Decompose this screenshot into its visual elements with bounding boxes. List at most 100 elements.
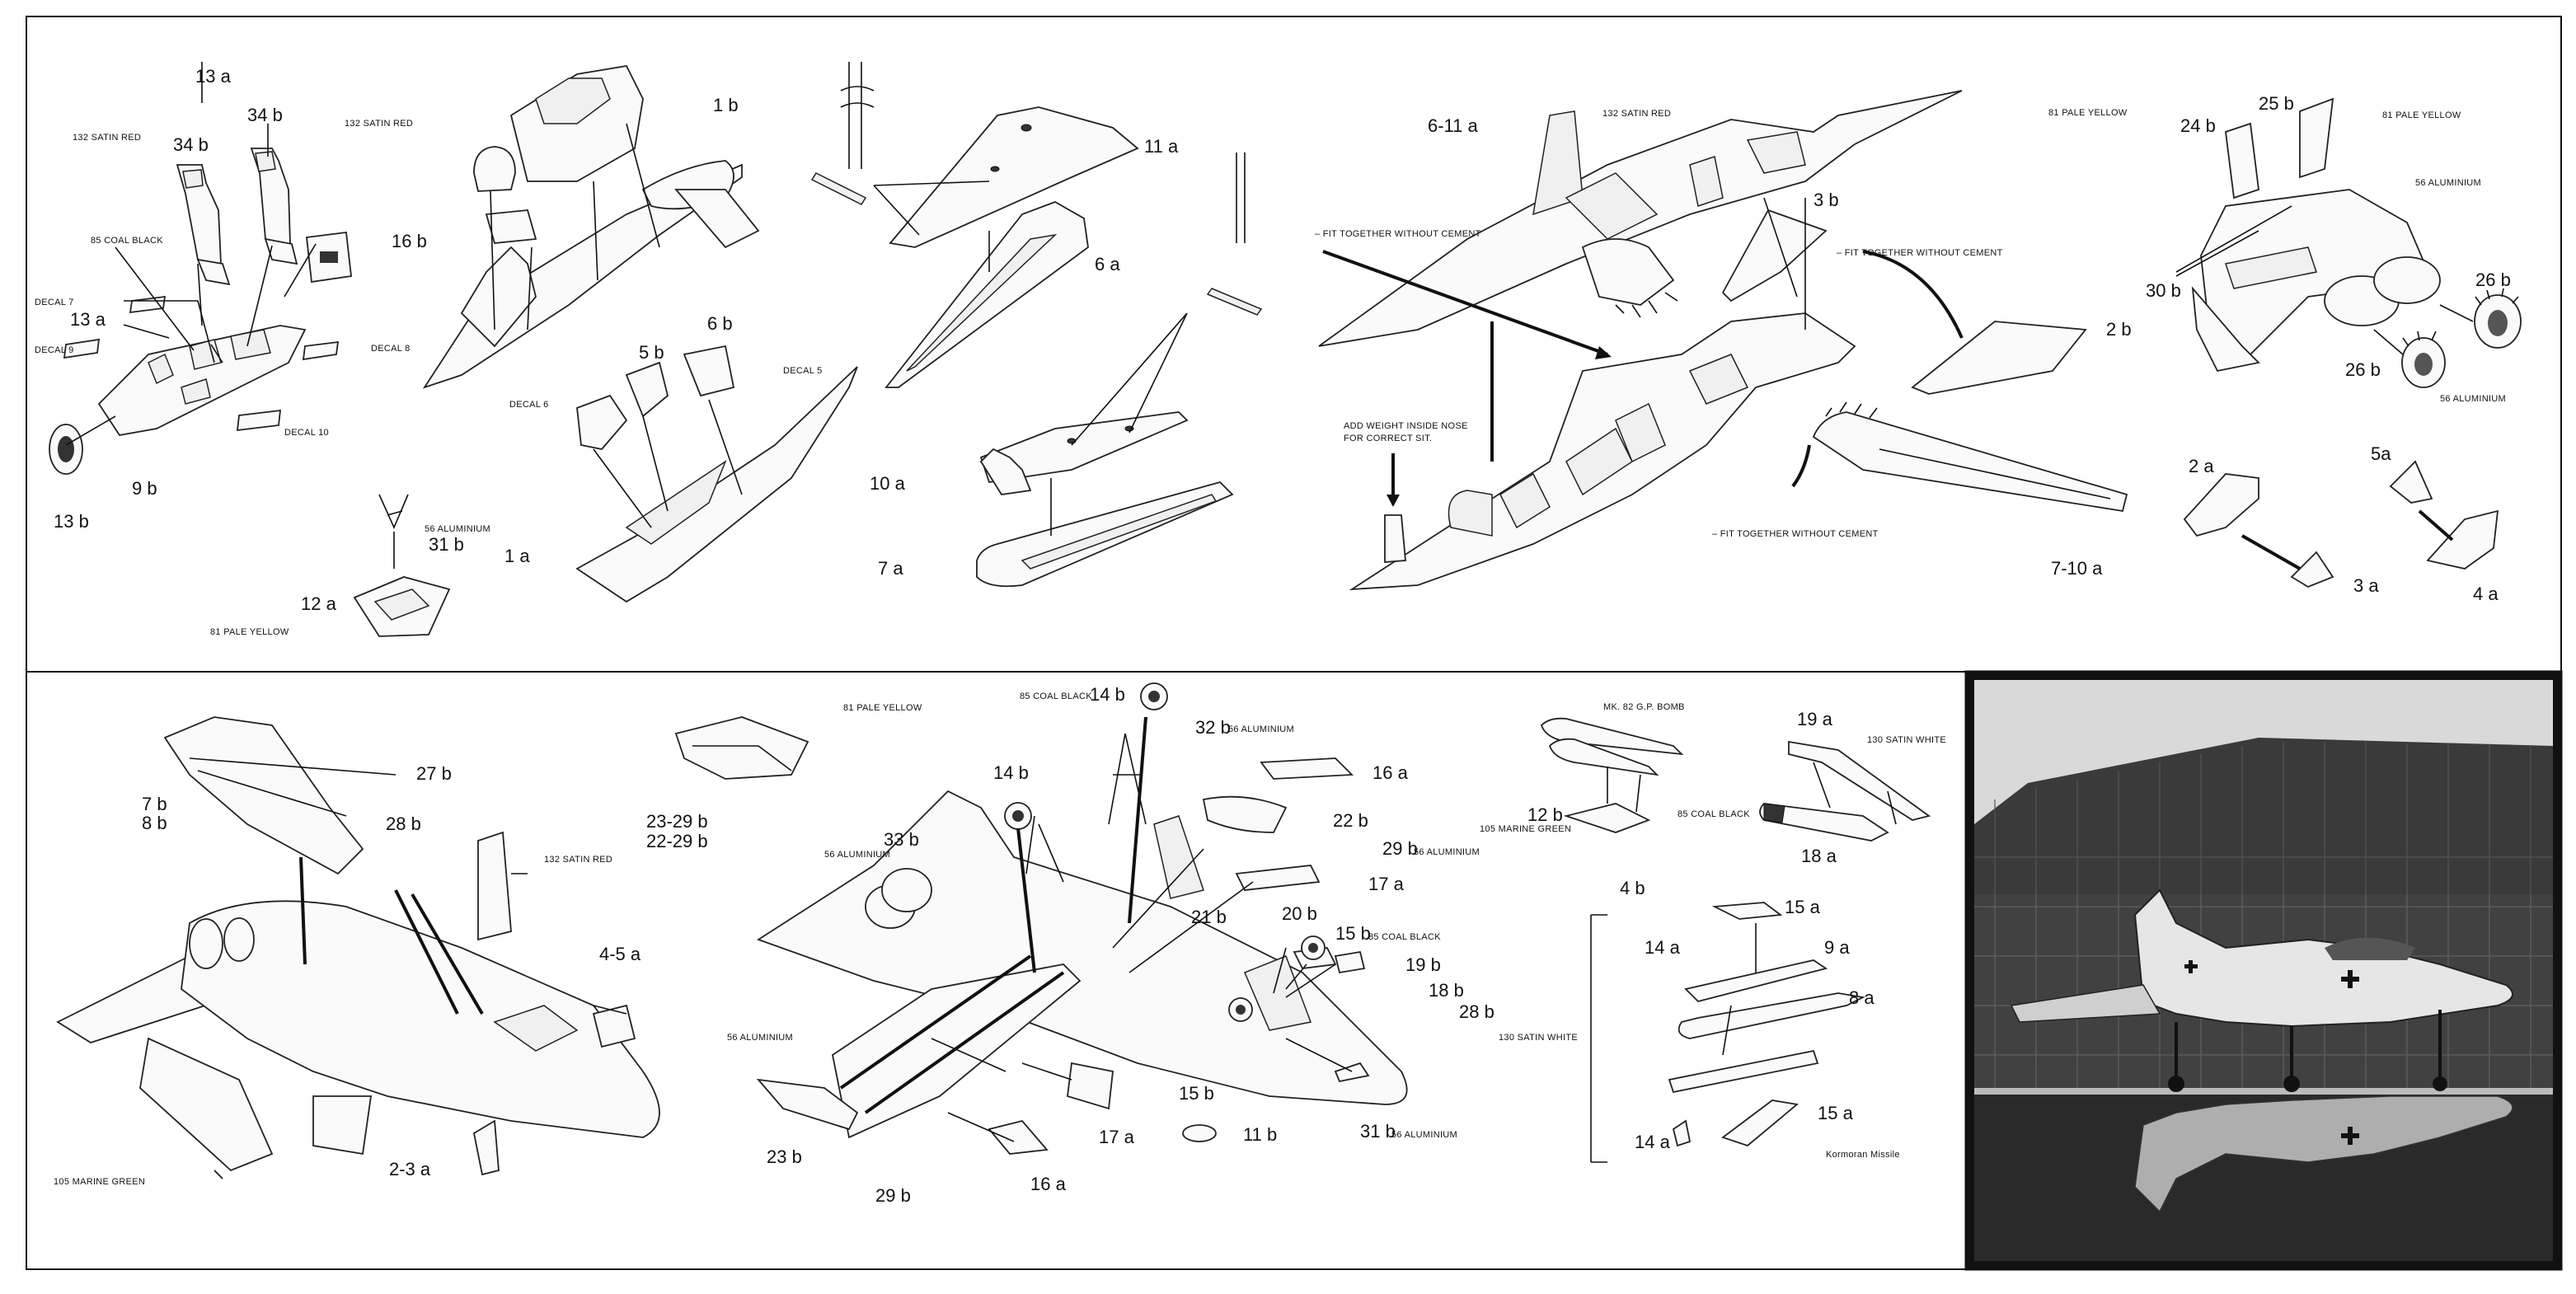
assembly-note: FOR CORRECT SIT. [1344,434,1432,443]
assembly-note: ADD WEIGHT INSIDE NOSE [1344,421,1468,431]
weapon-label: Kormoran Missile [1826,1150,1900,1160]
part-label: 22 b [1333,810,1368,831]
paint-label: 56 ALUMINIUM [2440,394,2506,404]
part-label: 4 a [2473,584,2499,604]
part-label: 14 a [1635,1132,1671,1152]
part-label: 34 b [247,105,283,125]
part-label: 29 b [875,1185,911,1206]
paint-label: 81 PALE YELLOW [843,703,922,713]
sheet-border [26,16,2562,1270]
part-label: 2 a [2189,456,2214,476]
paint-label: 85 COAL BLACK [1368,932,1441,942]
part-label: 20 b [1282,903,1317,924]
part-label: 18 a [1801,846,1837,866]
part-label: 7 a [878,558,903,579]
decal-label: DECAL 5 [783,366,823,376]
part-label: 33 b [884,829,919,850]
part-label: 31 b [1360,1121,1396,1142]
part-label: 13 a [70,309,106,330]
part-label: 2-3 a [389,1159,431,1179]
part-label: 17 a [1099,1127,1135,1147]
decal-label: DECAL 10 [284,428,329,438]
part-label: 15 a [1785,897,1821,917]
part-label: 23-29 b [646,811,708,832]
part-label: 21 b [1191,907,1227,927]
part-label: 1 b [713,95,739,115]
part-label: 15 a [1818,1103,1854,1123]
paint-label: 56 ALUMINIUM [824,850,890,860]
part-label: 9 a [1824,937,1850,958]
part-label: 2 b [2106,319,2132,340]
part-label: 3 a [2353,575,2379,596]
decal-label: DECAL 6 [509,400,549,410]
assembly-note: – FIT TOGETHER WITHOUT CEMENT [1837,248,2003,258]
part-label: 14 b [1090,684,1125,705]
decal-label: DECAL 7 [35,298,74,307]
part-label: 12 b [1527,804,1563,825]
part-label: 27 b [416,763,452,784]
tailfin-assembly-drawing [56,716,660,1179]
part-label: 4-5 a [599,944,641,964]
reference-photo [1964,670,2563,1271]
assembly-note: – FIT TOGETHER WITHOUT CEMENT [1712,529,1879,539]
part-label: 26 b [2475,270,2511,290]
part-label: 14 a [1645,937,1681,958]
paint-label: 56 ALUMINIUM [1228,724,1294,734]
part-label: 15 b [1335,923,1371,944]
part-label: 5a [2371,443,2391,464]
part-label: 16 b [392,231,427,251]
part-label: 32 b [1195,717,1231,738]
part-label: 11 b [1243,1124,1277,1145]
part-label: 18 b [1429,980,1464,1001]
paint-label: 130 SATIN WHITE [1867,735,1946,745]
part-label: 5 b [639,342,664,363]
part-label: 34 b [173,134,209,155]
weapon-label: MK. 82 G.P. BOMB [1603,702,1685,712]
paint-label: 81 PALE YELLOW [2048,108,2128,118]
part-label: 17 a [1368,874,1405,894]
part-label: 31 b [429,534,464,555]
main-fuselage-assembly-drawing [1318,90,2128,591]
part-label: 6-11 a [1428,115,1479,136]
part-label: 10 a [870,473,906,494]
paint-label: 56 ALUMINIUM [1391,1130,1457,1140]
paint-label: 132 SATIN RED [1602,109,1671,119]
part-label: 8 b [142,813,167,833]
paint-label: 81 PALE YELLOW [210,627,289,637]
part-label: 4 b [1620,878,1645,898]
part-label: 22-29 b [646,831,708,851]
paint-label: 85 COAL BLACK [91,236,163,246]
part-label: 6 a [1095,254,1120,274]
part-label: 14 b [993,762,1029,783]
paint-label: 85 COAL BLACK [1020,692,1092,701]
paint-label: 56 ALUMINIUM [2415,178,2481,188]
part-label: 7 b [142,794,167,814]
part-label: 3 b [1814,190,1839,210]
part-label: 16 a [1372,762,1409,783]
seat-assembly-drawing [49,62,451,637]
paint-label: 81 PALE YELLOW [2382,110,2461,120]
part-label: 19 b [1405,954,1441,975]
wing-sweep-drawing [810,62,1263,588]
part-label: 7-10 a [2051,558,2103,579]
part-label: 6 b [707,313,733,334]
part-label: 25 b [2259,93,2294,114]
part-label: 28 b [386,813,421,834]
paint-label: 56 ALUMINIUM [727,1033,793,1043]
decal-label: DECAL 9 [35,345,74,355]
paint-label: 85 COAL BLACK [1677,809,1750,819]
part-label: 26 b [2345,359,2381,380]
part-label: 23 b [767,1146,802,1167]
assembly-note: – FIT TOGETHER WITHOUT CEMENT [1315,229,1481,239]
paint-label: 132 SATIN RED [544,855,612,865]
part-label: 16 a [1030,1174,1067,1194]
decal-label: DECAL 8 [371,344,411,354]
fuselage-halves-drawing [422,65,858,603]
part-label: 13 a [195,66,232,87]
paint-label: 56 ALUMINIUM [425,524,490,534]
part-label: 11 a [1144,136,1179,157]
part-label: 13 b [54,511,89,532]
paint-label: 105 MARINE GREEN [54,1177,145,1187]
paint-label: 56 ALUMINIUM [1414,847,1480,857]
